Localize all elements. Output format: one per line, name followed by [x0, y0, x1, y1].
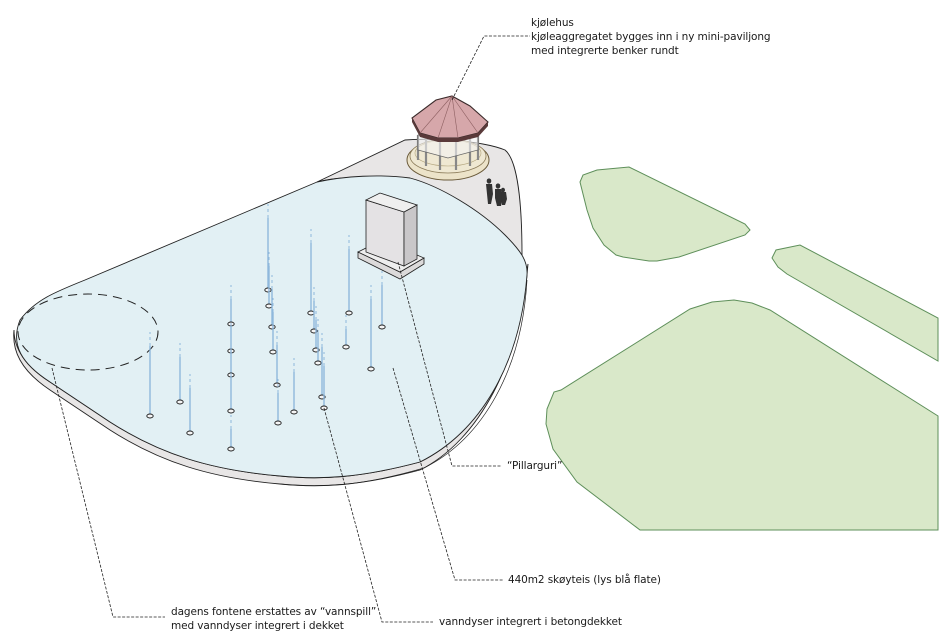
water-nozzle — [269, 298, 277, 355]
water-nozzle — [227, 362, 235, 414]
nozzle-base — [342, 344, 350, 350]
nozzle-base — [345, 310, 353, 316]
nozzle-base — [274, 420, 282, 426]
grass-area-large — [545, 299, 939, 531]
nozzle-base — [268, 324, 276, 330]
nozzle-base — [146, 413, 154, 419]
nozzle-base — [186, 430, 194, 436]
nozzle-base — [264, 287, 272, 293]
water-nozzle — [378, 271, 386, 330]
vanndyser-text: vanndyser integrert i betongdekket — [439, 616, 622, 628]
pavilion[interactable] — [406, 95, 490, 181]
water-nozzle — [186, 374, 194, 436]
nozzle-base — [227, 446, 235, 452]
nozzle-base — [273, 382, 281, 388]
nozzle-base — [290, 409, 298, 415]
nozzle-base — [265, 303, 273, 309]
old-fountain-outline[interactable] — [17, 293, 159, 371]
ice-rink-edge-line — [279, 279, 528, 487]
water-nozzle — [265, 252, 273, 309]
leader-kjolehus — [451, 35, 530, 101]
nozzle-base — [307, 310, 315, 316]
fontene-line2: med vanndyser integrert i dekket — [171, 620, 344, 632]
water-nozzle — [176, 343, 184, 405]
nozzle-base — [378, 324, 386, 330]
water-nozzle — [274, 379, 282, 426]
pillarguri-monument[interactable] — [357, 192, 425, 280]
leader-lines — [51, 35, 530, 623]
fontene-line1: dagens fontene erstattes av “vannspill” — [171, 606, 377, 618]
kjolehus-line1: kjøleaggregatet bygges inn i ny mini-pav… — [531, 31, 771, 43]
skoyteis-text: 440m2 skøyteis (lys blå flate) — [508, 574, 661, 586]
water-nozzle — [146, 332, 154, 419]
water-nozzle — [342, 315, 350, 350]
grass-area-strip — [771, 244, 939, 362]
nozzle-base — [227, 408, 235, 414]
water-nozzle — [367, 285, 375, 372]
leader-skoyteis — [392, 367, 503, 581]
water-nozzle — [314, 319, 322, 366]
water-nozzle — [227, 415, 235, 452]
nozzle-base — [367, 366, 375, 372]
nozzle-base — [176, 399, 184, 405]
nozzle-base — [314, 360, 322, 366]
grass-area-north — [579, 166, 751, 262]
annotation-skoyteis: 440m2 skøyteis (lys blå flate) — [508, 573, 661, 587]
annotation-vanndyser: vanndyser integrert i betongdekket — [439, 615, 622, 629]
water-nozzle — [345, 235, 353, 316]
annotation-fontene: dagens fontene erstattes av “vannspill” … — [171, 605, 376, 633]
water-nozzle — [290, 358, 298, 415]
annotation-kjolehus: kjølehus kjøleaggregatet bygges inn i ny… — [531, 16, 771, 58]
kjolehus-line2: med integrerte benker rundt — [531, 45, 679, 57]
people-figures — [486, 178, 507, 206]
nozzle-base — [269, 349, 277, 355]
leader-pillarguri — [397, 261, 502, 467]
water-nozzle — [320, 352, 328, 411]
water-nozzles — [146, 204, 386, 452]
leader-vanndyser — [323, 407, 433, 623]
pillarguri-text: “Pillarguri” — [507, 460, 563, 472]
kjolehus-title: kjølehus — [531, 17, 574, 29]
annotation-pillarguri: “Pillarguri” — [507, 459, 562, 473]
water-nozzle — [273, 331, 281, 388]
